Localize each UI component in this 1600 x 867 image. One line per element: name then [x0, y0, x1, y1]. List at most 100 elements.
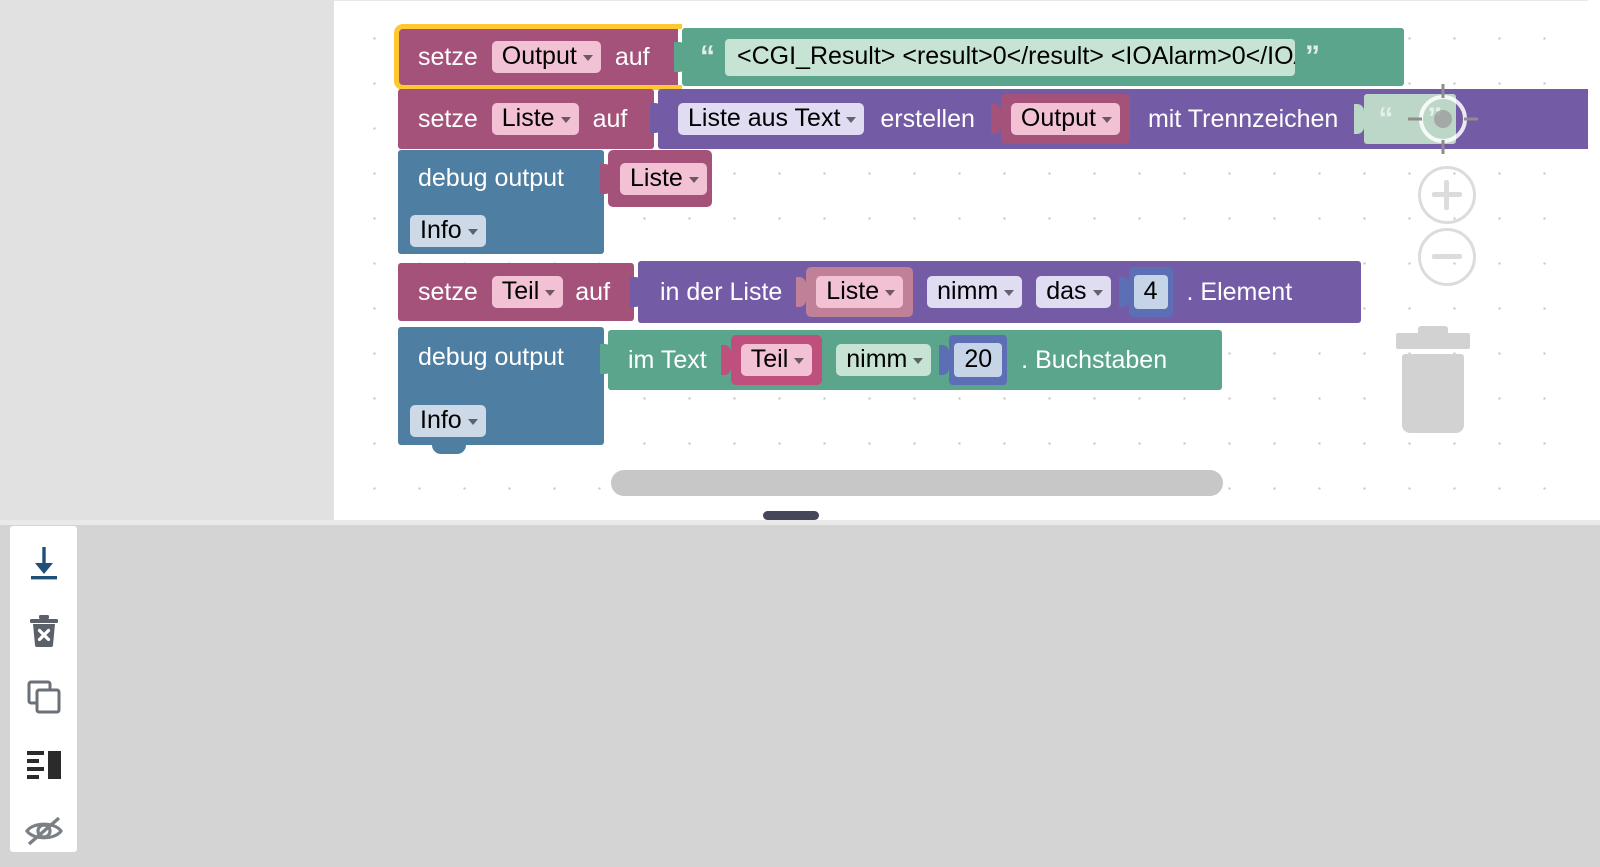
chevron-down-icon	[1101, 117, 1112, 123]
block-variable-get-output[interactable]: Output	[1000, 94, 1130, 144]
block-variables-set-teil[interactable]: setze Teil auf	[398, 263, 634, 321]
trash-handle	[1418, 326, 1448, 335]
copy-icon[interactable]	[22, 676, 66, 719]
open-quote-icon: “	[700, 40, 715, 73]
number-field-index[interactable]: 4	[1133, 275, 1168, 309]
layout-icon[interactable]	[22, 742, 66, 785]
dropdown-label: nimm	[937, 277, 999, 305]
dropdown-label: Teil	[501, 277, 540, 305]
dropdown-severity-info[interactable]: Info	[410, 405, 486, 437]
clear-log-icon[interactable]	[22, 609, 66, 652]
dropdown-list-which[interactable]: das	[1036, 276, 1111, 308]
panel-drag-handle[interactable]	[763, 511, 819, 520]
block-label-element: . Element	[1186, 277, 1293, 306]
dropdown-label: Info	[420, 216, 462, 244]
block-variables-set-liste[interactable]: setze Liste auf	[398, 89, 654, 149]
block-text-get-substring[interactable]: im Text Teil nimm 20 . Buchstaben	[608, 330, 1222, 390]
block-label-auf: auf	[592, 104, 628, 133]
dropdown-variable-output[interactable]: Output	[1010, 103, 1120, 135]
trash-body	[1402, 354, 1464, 433]
block-label-im-text: im Text	[628, 345, 707, 374]
text-field-cgi-result[interactable]: <CGI_Result> <result>0</result> <IOAlarm…	[725, 38, 1295, 76]
log-toolbar	[10, 526, 77, 852]
dropdown-label: nimm	[846, 345, 908, 373]
zoom-out-button[interactable]	[1418, 228, 1476, 286]
value-connector-tab	[796, 277, 807, 307]
dropdown-label: Liste aus Text	[688, 104, 841, 132]
block-label-erstellen: erstellen	[880, 104, 975, 133]
dropdown-label: Info	[420, 406, 462, 434]
block-label-setze: setze	[418, 104, 478, 133]
chevron-down-icon	[560, 117, 571, 123]
value-connector-tab	[1118, 277, 1129, 307]
blockly-canvas[interactable]: setze Output auf “ <CGI_Result> <result>…	[334, 0, 1588, 520]
chevron-down-icon	[913, 358, 924, 364]
zoom-in-button[interactable]	[1418, 166, 1476, 224]
block-variable-get-liste[interactable]: Liste	[806, 267, 914, 317]
dropdown-variable-teil[interactable]: Teil	[491, 276, 564, 308]
dropdown-label: Liste	[501, 104, 555, 132]
dropdown-lists-mode[interactable]: Liste aus Text	[678, 103, 865, 135]
log-panel-divider	[0, 520, 1600, 525]
block-notch-bottom	[432, 445, 466, 454]
block-label-auf: auf	[575, 277, 611, 306]
value-connector-tab	[990, 104, 1001, 134]
block-label-debug-output: debug output	[418, 164, 564, 192]
chevron-down-icon	[1092, 290, 1103, 296]
block-variable-get-liste[interactable]: Liste	[608, 150, 712, 207]
dropdown-label: das	[1046, 277, 1087, 305]
chevron-down-icon	[467, 229, 478, 235]
block-label-mit-trennzeichen: mit Trennzeichen	[1147, 104, 1339, 133]
block-math-number-count[interactable]: 20	[949, 335, 1008, 385]
number-field-count[interactable]: 20	[954, 343, 1003, 377]
close-quote-icon: ”	[1427, 102, 1443, 135]
dropdown-list-operation[interactable]: nimm	[927, 276, 1023, 308]
dropdown-variable-liste[interactable]: Liste	[491, 103, 579, 135]
block-math-number-index[interactable]: 4	[1128, 267, 1173, 317]
close-quote-icon: ”	[1305, 40, 1320, 73]
chevron-down-icon	[688, 176, 699, 183]
open-quote-icon: “	[1378, 102, 1394, 135]
trash-can-icon[interactable]	[1396, 326, 1470, 433]
block-text-cgi-result[interactable]: “ <CGI_Result> <result>0</result> <IOAla…	[682, 28, 1404, 86]
chevron-down-icon	[582, 55, 593, 61]
chevron-down-icon	[794, 358, 805, 364]
block-label-in-der-liste: in der Liste	[660, 277, 783, 306]
dropdown-label: Liste	[826, 277, 880, 305]
block-lists-get-index[interactable]: in der Liste Liste nimm das	[638, 261, 1361, 323]
horizontal-scrollbar[interactable]	[611, 470, 1223, 496]
chevron-down-icon	[846, 117, 857, 123]
trash-lid	[1396, 333, 1470, 349]
block-variables-set-output[interactable]: setze Output auf	[398, 28, 678, 86]
block-label-auf: auf	[614, 42, 650, 71]
chevron-down-icon	[467, 419, 478, 425]
block-lists-split[interactable]: Liste aus Text erstellen Output mit Tren…	[658, 89, 1588, 149]
value-connector-tab	[939, 345, 950, 375]
block-text-delimiter[interactable]: “ ”	[1364, 94, 1457, 144]
block-label-setze: setze	[418, 42, 478, 71]
canvas-top-border	[334, 0, 1588, 1]
block-label-buchstaben: . Buchstaben	[1021, 345, 1168, 374]
value-connector-tab	[1354, 104, 1365, 134]
dropdown-variable-liste[interactable]: Liste	[816, 276, 904, 308]
value-connector-tab	[720, 345, 731, 375]
dropdown-text-operation[interactable]: nimm	[836, 344, 932, 376]
chevron-down-icon	[545, 290, 556, 296]
left-gutter	[0, 0, 334, 520]
log-panel: '<ntpState>1</ntpState>', '<ddnsState>1<…	[0, 520, 1600, 867]
block-label-setze: setze	[418, 277, 478, 306]
eye-off-icon[interactable]	[22, 809, 66, 852]
dropdown-label: Liste	[630, 163, 683, 192]
dropdown-severity-info[interactable]: Info	[410, 215, 486, 247]
dropdown-variable-liste[interactable]: Liste	[620, 162, 707, 195]
chevron-down-icon	[1004, 290, 1015, 296]
workspace-area: setze Output auf “ <CGI_Result> <result>…	[0, 0, 1600, 520]
dropdown-label: Teil	[750, 345, 789, 373]
dropdown-variable-output[interactable]: Output	[491, 41, 601, 73]
download-icon[interactable]	[22, 542, 66, 585]
block-variable-get-teil[interactable]: Teil	[730, 335, 823, 385]
dropdown-variable-teil[interactable]: Teil	[740, 344, 813, 376]
text-field-delimiter[interactable]	[1393, 114, 1428, 124]
dropdown-label: Output	[1020, 104, 1096, 132]
